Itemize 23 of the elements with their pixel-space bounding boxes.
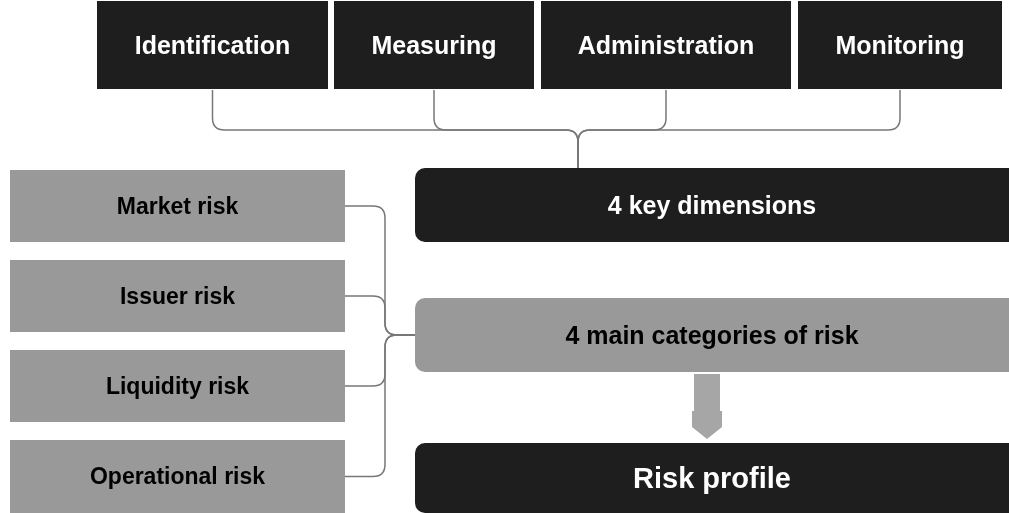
- box-label: Administration: [577, 30, 755, 60]
- process-box: [415, 168, 1009, 242]
- box-label: Risk profile: [633, 461, 791, 495]
- category-box: [10, 350, 345, 422]
- box-label: Monitoring: [835, 30, 965, 60]
- box-label: 4 main categories of risk: [565, 320, 859, 350]
- box-label: Measuring: [371, 30, 497, 60]
- box-label: 4 key dimensions: [607, 190, 817, 220]
- process-box: [415, 443, 1009, 513]
- process-box: [797, 0, 1003, 90]
- category-box: [415, 298, 1009, 372]
- category-box: [10, 260, 345, 332]
- box-label: Liquidity risk: [105, 372, 250, 400]
- box-label: Operational risk: [89, 463, 266, 490]
- box-label: Market risk: [116, 192, 239, 220]
- process-box: [333, 0, 535, 90]
- brace-connector: [344, 334, 416, 478]
- category-box: [10, 170, 345, 242]
- box-label: Identification: [134, 30, 291, 60]
- process-box: [96, 0, 329, 90]
- category-box: [10, 440, 345, 513]
- process-box: [540, 0, 792, 90]
- box-label: Issuer risk: [119, 282, 236, 310]
